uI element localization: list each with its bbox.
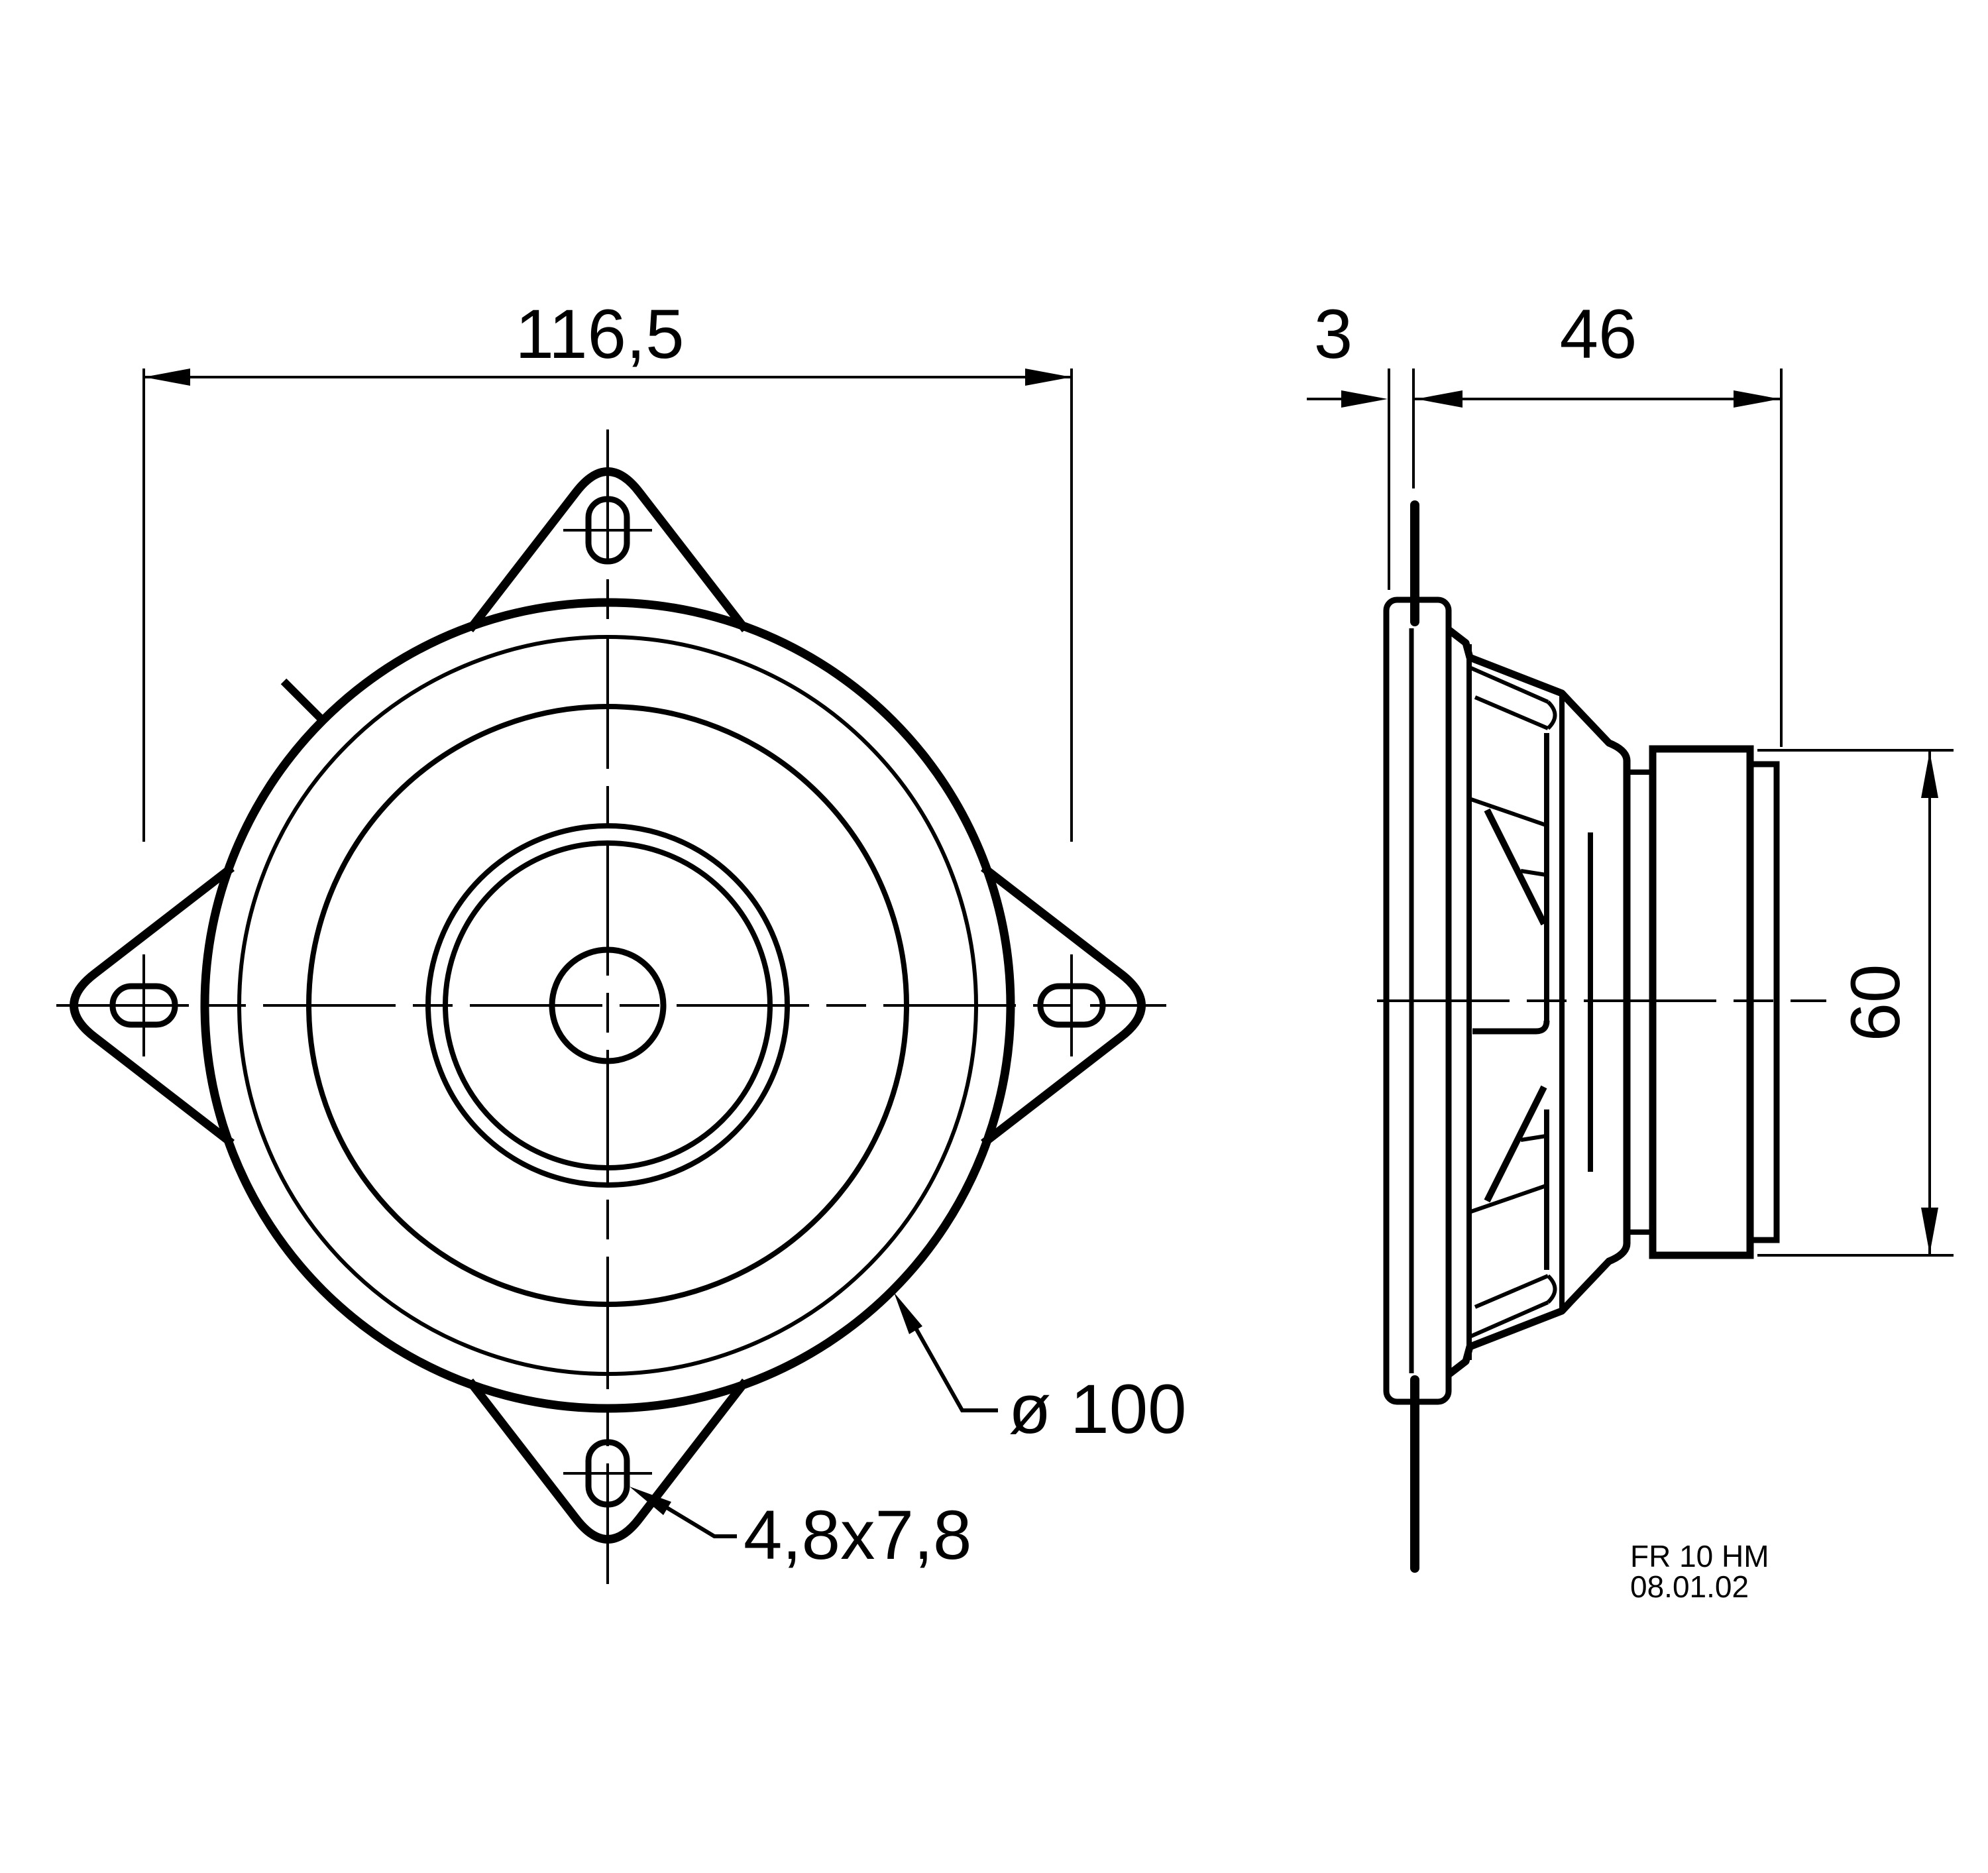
dim-front-width-label: 116,5 [516, 296, 685, 373]
dim-magnet-diameter: 60 [1757, 749, 1954, 1257]
arrow-down-icon [1921, 1208, 1938, 1254]
dim-mounting-depth-label: 46 [1560, 296, 1637, 373]
back-plate [1747, 761, 1780, 1243]
arrow-right-icon [1734, 390, 1780, 408]
leader-arrow-icon [630, 1487, 671, 1515]
ear-bottom [466, 1379, 749, 1544]
dim-front-diameter-label: ø 100 [1009, 1371, 1187, 1448]
cone-section [1470, 666, 1557, 1338]
outer-rim-circle [200, 598, 1015, 1413]
arrow-up-icon [1921, 752, 1938, 798]
leader-arrow-icon [894, 1292, 922, 1334]
dim-magnet-diameter-label: 60 [1837, 964, 1914, 1042]
center-pole-circle [549, 946, 667, 1064]
rim-seam-tick [280, 678, 325, 723]
ear-top [466, 467, 749, 632]
part-name-label: FR 10 HM [1630, 1539, 1769, 1573]
side-view: 3 46 60 FR 10 HM 08.01.02 [1307, 296, 1954, 1604]
inner-rim-circle [237, 635, 978, 1376]
title-block: FR 10 HM 08.01.02 [1630, 1539, 1769, 1604]
arrow-right-icon [1025, 369, 1072, 386]
date-label: 08.01.02 [1630, 1569, 1749, 1604]
dim-mounting-depth: 46 [1413, 296, 1783, 747]
basket-windows [1470, 797, 1549, 1214]
ear-right [981, 864, 1146, 1147]
dim-slot-size-label: 4,8x7,8 [744, 1497, 971, 1574]
dustcap-outer-circle [425, 823, 790, 1188]
leader-line [665, 1505, 737, 1538]
dim-gasket-depth-label: 3 [1314, 296, 1353, 373]
dustcap-inner-circle [443, 840, 773, 1170]
dim-front-diameter: ø 100 [894, 1292, 1187, 1448]
arrow-left-icon [1416, 390, 1463, 408]
surround-circle [306, 704, 909, 1307]
ear-left [70, 864, 235, 1147]
leader-line [914, 1327, 998, 1412]
dim-front-width: 116,5 [142, 296, 1073, 842]
mounting-ears [70, 467, 1146, 1544]
arrow-left-icon [144, 369, 190, 386]
dim-gasket-depth: 3 [1307, 296, 1415, 590]
front-view: 116,5 ø 100 4,8x7,8 [56, 296, 1187, 1584]
mounting-slots [109, 496, 1106, 1508]
basket-profile [1446, 626, 1631, 1378]
dim-slot-size: 4,8x7,8 [630, 1487, 971, 1574]
voice-coil-spider [1472, 733, 1550, 1270]
arrow-right-icon [1341, 390, 1388, 408]
